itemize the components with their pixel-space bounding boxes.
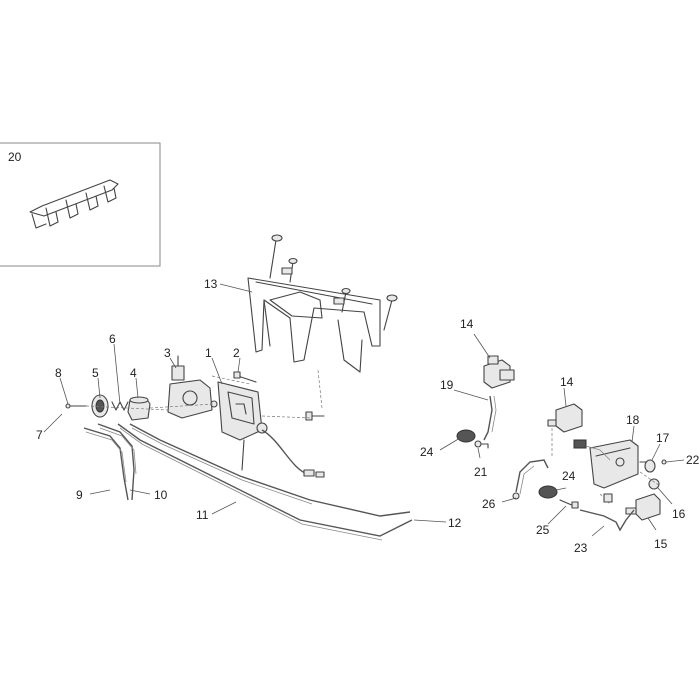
bracket-18 xyxy=(589,439,653,489)
cable-10 xyxy=(97,423,137,501)
cap-24-right xyxy=(538,485,558,499)
callout-17: 17 xyxy=(656,431,670,445)
callout-20: 20 xyxy=(8,150,22,164)
knob-4 xyxy=(127,396,151,421)
pin-22 xyxy=(661,459,667,465)
callout-15: 15 xyxy=(654,537,668,551)
leader-lines xyxy=(43,283,685,537)
callout-26: 26 xyxy=(482,497,496,511)
screw-2 xyxy=(233,371,257,383)
callout-labels: 20 13 14 1 2 3 6 8 5 4 7 19 24 21 18 17 … xyxy=(8,150,700,555)
bolt-icon xyxy=(383,294,398,331)
callout-6: 6 xyxy=(109,332,116,346)
callout-14-lower: 14 xyxy=(560,375,574,389)
callout-22: 22 xyxy=(686,453,700,467)
callout-11: 11 xyxy=(196,508,209,522)
callout-19: 19 xyxy=(440,378,454,392)
switch-15 xyxy=(599,493,661,521)
cable-9 xyxy=(83,427,129,501)
cable-23 xyxy=(579,509,635,532)
mounting-bracket-13 xyxy=(247,234,398,421)
bolt-icon xyxy=(305,411,325,421)
callout-25: 25 xyxy=(536,523,550,537)
throttle-control-1 xyxy=(211,375,325,478)
nut-17 xyxy=(644,459,656,473)
washer-16 xyxy=(639,471,661,490)
bolt-icon xyxy=(281,257,298,283)
callout-4: 4 xyxy=(130,366,137,380)
callout-13: 13 xyxy=(204,277,218,291)
cable-12 xyxy=(129,423,411,517)
switch-14-lower xyxy=(547,403,583,456)
callout-18: 18 xyxy=(626,413,640,427)
hose-26 xyxy=(512,459,549,500)
plate-3 xyxy=(167,355,218,419)
callout-14-upper: 14 xyxy=(460,317,474,331)
callout-12: 12 xyxy=(448,516,462,530)
switch-14-upper xyxy=(483,355,515,389)
pulley-5 xyxy=(91,394,109,418)
tube-19 xyxy=(483,395,497,441)
callout-5: 5 xyxy=(92,366,99,380)
callout-9: 9 xyxy=(76,488,83,502)
callout-23: 23 xyxy=(574,541,588,555)
callout-7: 7 xyxy=(36,428,43,442)
callout-24-left: 24 xyxy=(420,445,434,459)
elbow-21 xyxy=(474,440,489,449)
inset-part-20 xyxy=(0,142,161,267)
screw-8 xyxy=(65,403,87,409)
callout-21: 21 xyxy=(474,465,488,479)
callout-16: 16 xyxy=(672,507,686,521)
wire-clip-icon xyxy=(29,179,119,229)
callout-10: 10 xyxy=(154,488,168,502)
callout-3: 3 xyxy=(164,346,171,360)
callout-2: 2 xyxy=(233,346,240,360)
bolt-icon xyxy=(269,234,283,279)
inset-frame xyxy=(0,142,161,267)
cable-11 xyxy=(117,423,413,541)
fitting-25 xyxy=(559,499,579,509)
callout-1: 1 xyxy=(205,346,212,360)
cap-24-left xyxy=(456,429,476,443)
bolt-icon xyxy=(333,287,351,313)
connector-18 xyxy=(573,439,611,461)
callout-24-right: 24 xyxy=(562,469,576,483)
callout-8: 8 xyxy=(55,366,62,380)
